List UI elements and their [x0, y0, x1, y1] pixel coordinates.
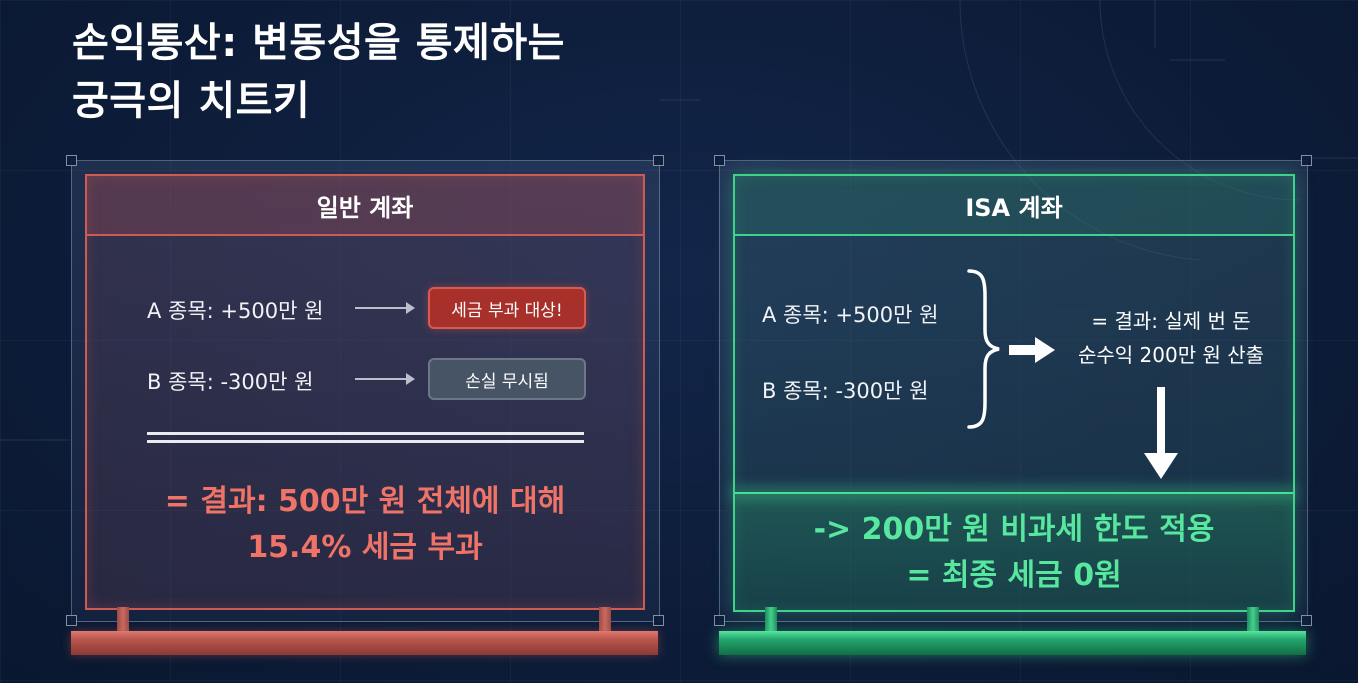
isa-net-result-line-2: 순수익 200만 원 산출 — [1077, 343, 1265, 367]
isa-final-result-text: -> 200만 원 비과세 한도 적용 = 최종 세금 0원 — [735, 507, 1293, 599]
frame-corner-marker — [1301, 155, 1312, 166]
frame-corner-marker — [714, 615, 725, 626]
total-rule-line — [147, 440, 584, 443]
panel-stand-leg — [117, 607, 129, 631]
frame-corner-marker — [653, 155, 664, 166]
regular-stock-b-text: B 종목: -300만 원 — [147, 370, 314, 394]
frame-corner-marker — [714, 155, 725, 166]
isa-panel-board: ISA 계좌 A 종목: +500만 원 B 종목: -300만 원 = 결과:… — [733, 174, 1295, 612]
regular-stock-a-text: A 종목: +500만 원 — [147, 299, 324, 323]
total-rule-line — [147, 432, 584, 435]
frame-corner-marker — [66, 155, 77, 166]
page-title-line-1: 손익통산: 변동성을 통제하는 — [72, 20, 565, 66]
frame-corner-marker — [66, 615, 77, 626]
tax-target-badge: 세금 부과 대상! — [428, 287, 586, 329]
regular-panel-header: 일반 계좌 — [87, 176, 643, 236]
isa-stock-b-text: B 종목: -300만 원 — [762, 379, 929, 403]
frame-corner-marker — [653, 615, 664, 626]
isa-panel-frame — [719, 160, 1308, 622]
isa-final-result-line-2: = 최종 세금 0원 — [906, 558, 1122, 593]
isa-net-result-line-1: = 결과: 실제 번 돈 — [1091, 309, 1251, 333]
regular-result-line-1: = 결과: 500만 원 전체에 대해 — [164, 484, 566, 519]
right-arrow-icon — [1009, 337, 1055, 363]
isa-stock-a-text: A 종목: +500만 원 — [762, 303, 939, 327]
regular-panel-board: 일반 계좌 A 종목: +500만 원 세금 부과 대상! B 종목: -300… — [85, 174, 645, 610]
right-arrow-icon — [355, 373, 415, 385]
isa-final-result-line-1: -> 200만 원 비과세 한도 적용 — [813, 512, 1215, 547]
panel-stand-leg — [765, 607, 777, 631]
page-title-line-2: 궁극의 치트키 — [72, 78, 311, 124]
panel-stand-leg — [599, 607, 611, 631]
page-title: 손익통산: 변동성을 통제하는 궁극의 치트키 — [72, 14, 565, 130]
isa-panel-base — [719, 631, 1306, 655]
loss-ignored-badge: 손실 무시됨 — [428, 358, 586, 400]
isa-result-divider — [735, 492, 1293, 494]
right-brace-icon — [967, 269, 1000, 429]
isa-result-area — [735, 492, 1293, 610]
panel-stand-leg — [1247, 607, 1259, 631]
isa-panel-header: ISA 계좌 — [735, 176, 1293, 236]
isa-net-result-text: = 결과: 실제 번 돈 순수익 200만 원 산출 — [1055, 304, 1287, 372]
regular-result-line-2: 15.4% 세금 부과 — [247, 530, 483, 565]
right-arrow-icon — [355, 302, 415, 314]
regular-result-text: = 결과: 500만 원 전체에 대해 15.4% 세금 부과 — [87, 479, 643, 571]
regular-panel-base — [71, 631, 658, 655]
down-arrow-icon — [1144, 387, 1178, 479]
frame-corner-marker — [1301, 615, 1312, 626]
